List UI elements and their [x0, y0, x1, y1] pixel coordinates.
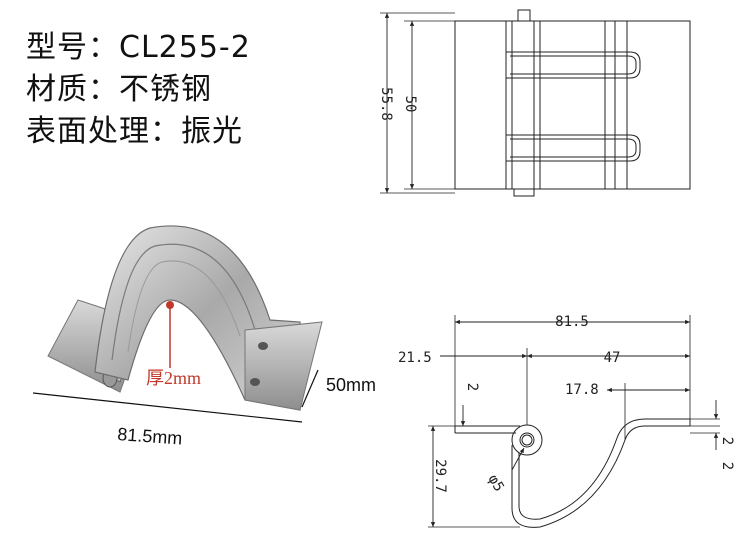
length-label: 81.5mm: [117, 424, 183, 448]
thickness-label: 厚2mm: [146, 368, 201, 388]
top-view-pin-top: [517, 9, 531, 22]
dim-line-pin-diameter: [511, 447, 525, 471]
top-view-drawing: [380, 9, 691, 197]
top-view-outline: [454, 20, 691, 190]
dim-pin-diameter: φ5: [485, 472, 507, 495]
dim-height: 29.7: [432, 459, 448, 493]
top-view-knuckle: [511, 20, 535, 190]
dim-overall-length: 81.5: [555, 314, 589, 330]
width-label: 50mm: [326, 375, 376, 395]
side-view-knuckle: [511, 424, 543, 456]
spec-material: 材质：不锈钢: [26, 72, 212, 107]
hinge-photo: [32, 225, 323, 423]
dim-overall-height: 55.8: [378, 87, 394, 121]
side-view-drawing: [428, 315, 720, 528]
dim-right-span: 47: [604, 350, 621, 366]
width-measure-line: [301, 369, 319, 408]
spec-finish: 表面处理：振光: [26, 114, 243, 149]
dim-left-thickness: 2: [464, 383, 480, 391]
dim-left-offset: 21.5: [398, 350, 432, 366]
length-measure-line: [32, 392, 303, 423]
dim-right-thickness-bottom: 2: [719, 462, 735, 470]
dim-leaf-height: 50: [402, 96, 418, 113]
top-view-pin-bottom: [513, 188, 535, 197]
spec-model: 型号：CL255-2: [26, 30, 251, 65]
dim-right-thickness-top: 2: [719, 437, 735, 445]
dim-foot-length: 17.8: [565, 382, 599, 398]
